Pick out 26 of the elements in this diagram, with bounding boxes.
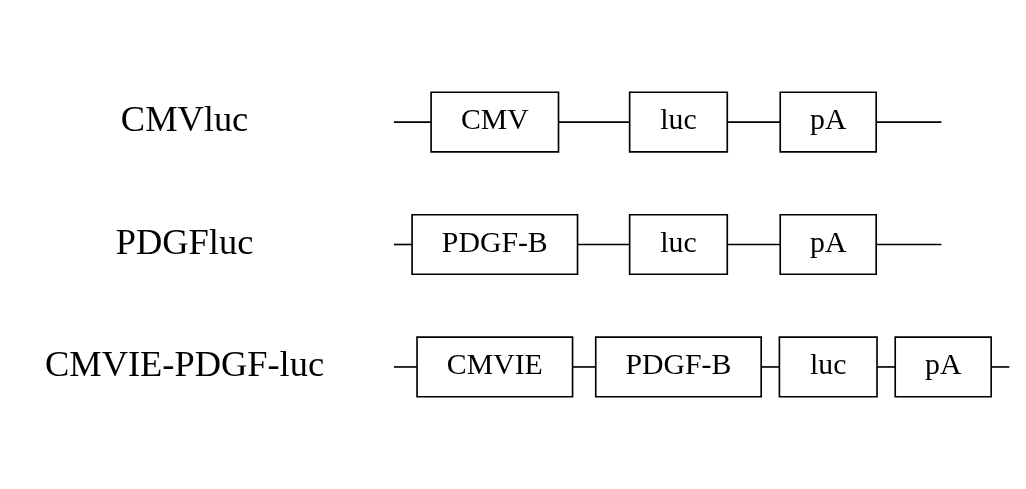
label: PDGFluc [115, 221, 254, 262]
connector [393, 366, 418, 368]
connector [760, 366, 781, 368]
connector [393, 243, 413, 246]
node-box: pA [779, 213, 877, 276]
node-box: pA [894, 336, 992, 398]
connector [990, 366, 1011, 368]
connector [557, 121, 631, 123]
node-box: CMVIE [416, 336, 574, 398]
connector [875, 121, 943, 123]
node-box: pA [779, 91, 877, 153]
connector [727, 121, 781, 123]
connector [393, 121, 432, 123]
connector [727, 243, 781, 246]
connector [572, 366, 597, 368]
label: CMVluc [120, 99, 249, 140]
connector [875, 243, 943, 246]
node-box: PDGF-B [594, 336, 763, 398]
node-box: luc [778, 336, 878, 398]
node-box: luc [628, 91, 729, 153]
label: CMVIE-PDGF-luc [45, 344, 325, 385]
connector [876, 366, 896, 368]
node-box: CMV [430, 91, 560, 153]
connector [576, 243, 631, 246]
node-box: luc [628, 213, 729, 276]
node-box: PDGF-B [411, 213, 579, 276]
